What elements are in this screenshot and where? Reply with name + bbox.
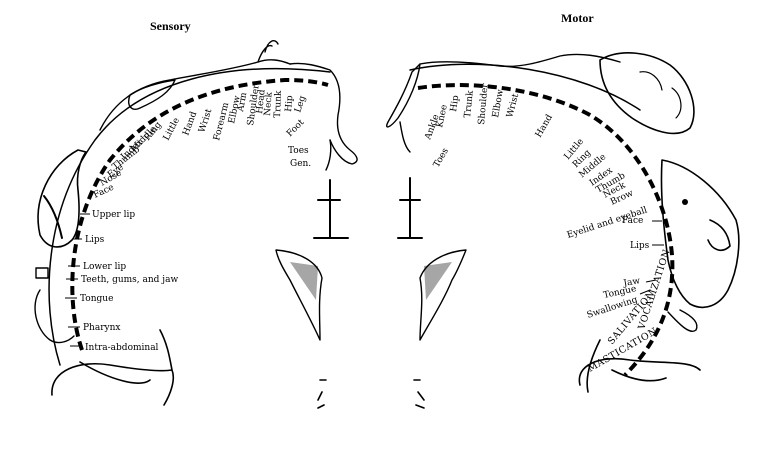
sensory-cortex-outline [48, 67, 331, 366]
motor-label-face: Face [622, 216, 643, 226]
sensory-label-ring: Ring [143, 120, 164, 143]
motor-label-ticks [639, 220, 664, 295]
motor-label-shoulder: Shoulder [477, 82, 491, 125]
motor-hand-drawing [599, 52, 695, 135]
motor-arc-label-vocalization: VOCALIZATION [636, 248, 673, 332]
sensory-face-drawing [37, 149, 87, 248]
sensory-label-gen: Gen. [290, 159, 311, 169]
sensory-label-teeth-gums-jaw: Teeth, gums, and jaw [81, 275, 178, 285]
sensory-label-upper-lip: Upper lip [92, 210, 135, 220]
sensory-label-pharynx: Pharynx [83, 323, 120, 333]
motor-ventricle [419, 249, 467, 341]
sensory-label-toes: Toes [288, 146, 309, 156]
sensory-title: Sensory [150, 19, 191, 33]
sensory-label-hip: Hip [284, 95, 295, 113]
motor-label-lips: Lips [630, 241, 650, 251]
sensory-label-lips: Lips [85, 235, 105, 245]
sensory-label-wrist: Wrist [197, 107, 214, 134]
sensory-cortex-band [70, 77, 329, 351]
sensory-label-hand: Hand [181, 110, 199, 137]
sensory-label-little: Little [162, 116, 182, 142]
motor-label-hand: Hand [534, 113, 555, 140]
sensory-midline-structure [313, 179, 349, 239]
motor-hemisphere: Motor Toes Ankle Knee Hip [386, 11, 740, 409]
motor-label-trunk: Trunk [463, 90, 476, 119]
motor-title: Motor [561, 11, 594, 25]
motor-label-hip: Hip [449, 94, 461, 112]
motor-homunculus-figure [386, 52, 740, 332]
motor-label-jaw: Jaw [622, 276, 641, 289]
sensory-label-intra-abdominal: Intra-abdominal [85, 343, 159, 353]
sensory-hand-drawing [128, 79, 176, 110]
sensory-label-neck: Neck [263, 91, 275, 116]
motor-lower-brain [578, 339, 701, 393]
motor-label-elbow: Elbow [491, 89, 506, 119]
sensory-lower-brain [51, 329, 175, 406]
sensory-label-tongue: Tongue [80, 294, 113, 304]
sensory-label-arm: Arm [236, 91, 249, 113]
sensory-label-trunk: Trunk [273, 90, 284, 118]
motor-label-wrist: Wrist [505, 92, 521, 118]
sensory-ventricle [275, 249, 323, 341]
sensory-label-lower-lip: Lower lip [83, 262, 126, 272]
motor-label-toes: Toes [432, 146, 451, 169]
sensory-label-leg: Leg [293, 94, 308, 114]
sensory-label-foot: Foot [285, 117, 307, 139]
motor-face-drawing [660, 159, 740, 309]
motor-label-knee: Knee [435, 104, 450, 129]
sensory-hemisphere: Sensory [34, 19, 358, 409]
sensory-homunculus-figure [34, 40, 358, 344]
sensory-label-head: Head [255, 89, 268, 114]
motor-cortex-outline [409, 63, 641, 111]
motor-midline-structure [397, 177, 423, 239]
sensory-label-ticks [65, 213, 90, 347]
